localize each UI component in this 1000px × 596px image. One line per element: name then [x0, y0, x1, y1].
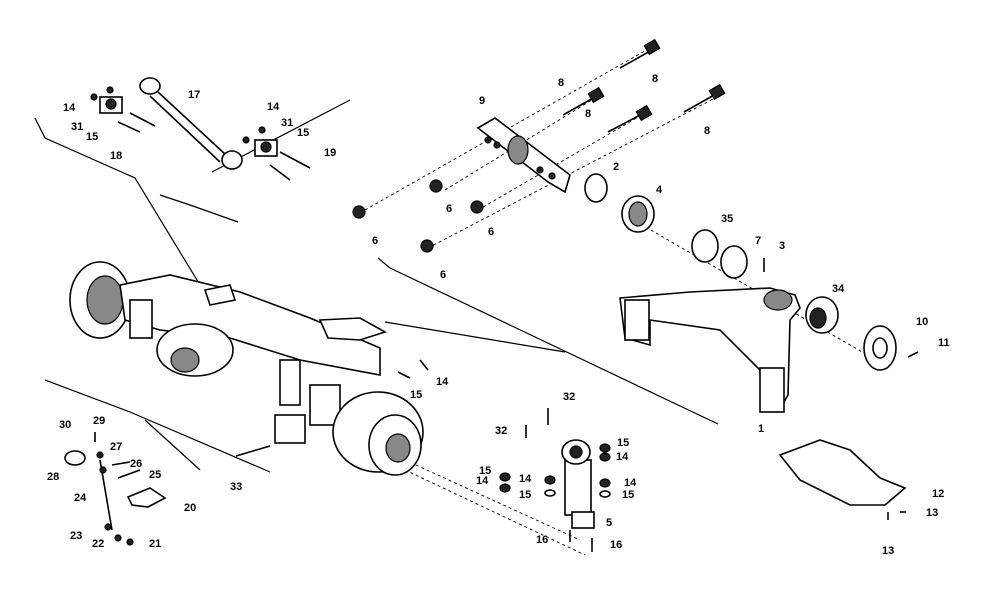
callout-21: 21	[149, 538, 161, 550]
callout-8c: 8	[585, 108, 591, 120]
callout-11: 11	[938, 337, 950, 349]
callout-15f: 15	[617, 437, 629, 449]
callout-32a: 32	[563, 391, 575, 403]
callout-13b: 13	[882, 545, 894, 557]
callout-4: 4	[656, 184, 663, 196]
callout-14d: 14	[476, 475, 489, 487]
callout-25: 25	[149, 469, 161, 481]
axle-assembly	[69, 261, 429, 476]
callout-3: 3	[779, 240, 785, 252]
bushing-34-flange-10	[805, 296, 919, 371]
callout-6c: 6	[488, 226, 494, 238]
callout-16b: 16	[610, 539, 622, 551]
rings-group	[584, 173, 765, 279]
callout-27: 27	[110, 441, 122, 453]
callout-34: 34	[832, 283, 845, 295]
torque-rod-17	[90, 77, 311, 181]
callout-30: 30	[59, 419, 71, 431]
callout-labels: 1 2 3 4 5 6 6 6 6 7 8 8 8 8 9 10 11 12 1…	[47, 73, 950, 557]
callout-5: 5	[606, 517, 612, 529]
nut-6-group	[352, 179, 484, 253]
bolt-8-group	[562, 38, 726, 133]
callout-14e: 14	[519, 473, 532, 485]
callout-6d: 6	[440, 269, 446, 281]
callout-8d: 8	[704, 125, 710, 137]
callout-19: 19	[324, 147, 336, 159]
bracket-9	[476, 117, 571, 194]
callout-16a: 16	[536, 534, 548, 546]
callout-29: 29	[93, 415, 105, 427]
linkage-24	[64, 432, 167, 546]
callout-15e: 15	[519, 489, 531, 501]
callout-33: 33	[230, 481, 242, 493]
callout-1: 1	[758, 423, 764, 435]
callout-28: 28	[47, 471, 59, 483]
callout-7: 7	[755, 235, 761, 247]
callout-15g: 15	[622, 489, 634, 501]
callout-15b: 15	[297, 127, 309, 139]
callout-14a: 14	[63, 102, 76, 114]
callout-15c: 15	[410, 389, 422, 401]
callout-24: 24	[74, 492, 87, 504]
callout-35: 35	[721, 213, 733, 225]
plate-12	[778, 439, 907, 520]
callout-9: 9	[479, 95, 485, 107]
callout-8a: 8	[652, 73, 658, 85]
callout-14g: 14	[624, 477, 637, 489]
callout-23: 23	[70, 530, 82, 542]
callout-10: 10	[916, 316, 928, 328]
callout-26: 26	[130, 458, 142, 470]
callout-17: 17	[188, 89, 200, 101]
callout-14f: 14	[616, 451, 629, 463]
callout-13a: 13	[926, 507, 938, 519]
callout-6a: 6	[372, 235, 378, 247]
callout-22: 22	[92, 538, 104, 550]
bracket-1	[619, 287, 801, 413]
callout-18: 18	[110, 150, 122, 162]
callout-8b: 8	[558, 77, 564, 89]
callout-14b: 14	[267, 101, 280, 113]
callout-15d: 15	[479, 465, 491, 477]
shock-absorber-5	[499, 408, 611, 552]
callout-31a: 31	[71, 121, 83, 133]
callout-14c: 14	[436, 376, 449, 388]
callout-32b: 32	[495, 425, 507, 437]
callout-2: 2	[613, 161, 619, 173]
callout-20: 20	[184, 502, 196, 514]
callout-31b: 31	[281, 117, 293, 129]
callout-15a: 15	[86, 131, 98, 143]
callout-12: 12	[932, 488, 944, 500]
callout-6b: 6	[446, 203, 452, 215]
